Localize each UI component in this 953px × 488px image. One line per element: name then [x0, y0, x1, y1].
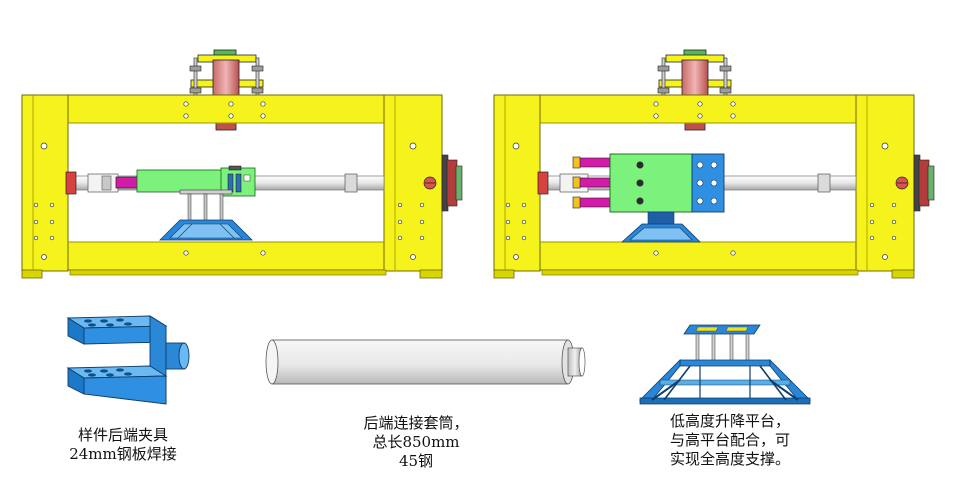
platform-caption-line1: 低高度升降平台，: [669, 412, 790, 430]
lifting-stand-right: [620, 211, 701, 243]
platform-caption: 低高度升降平台， 与高平台配合，可 实现全高度支撑。: [650, 412, 810, 469]
low-lift-platform: [639, 324, 811, 405]
main-frame-left: [21, 94, 443, 279]
specimen-block-right: [609, 153, 725, 213]
top-loading-screw-left: [189, 49, 264, 131]
sleeve-caption-line2: 总长850mm: [372, 433, 460, 451]
magenta-rods-right: [572, 156, 613, 209]
red-cap-left: [65, 171, 77, 195]
left-test-rig: [21, 49, 463, 279]
main-frame-right: [493, 94, 915, 279]
top-loading-screw-right: [657, 49, 732, 131]
lifting-stand-left: [159, 189, 253, 241]
rear-clamp-fixture: [66, 315, 190, 405]
sleeve-caption-line3: 45钢: [398, 452, 434, 470]
clamp-caption-line2: 24mm钢板焊接: [69, 445, 177, 463]
red-cap-right: [537, 171, 549, 195]
right-test-rig: [493, 49, 935, 279]
sleeve-caption-line1: 后端连接套筒，: [363, 414, 469, 432]
magenta-rod-left: [115, 176, 139, 189]
sleeve-caption: 后端连接套筒， 总长850mm 45钢: [346, 414, 486, 471]
clamp-caption: 样件后端夹具 24mm钢板焊接: [58, 426, 188, 464]
end-flange-right: [895, 154, 935, 212]
platform-caption-line3: 实现全高度支撑。: [669, 450, 790, 468]
end-flange-left: [423, 154, 463, 212]
platform-caption-line2: 与高平台配合，可: [669, 431, 790, 449]
clamp-caption-line1: 样件后端夹具: [77, 426, 168, 444]
rear-connecting-sleeve: [265, 339, 586, 385]
